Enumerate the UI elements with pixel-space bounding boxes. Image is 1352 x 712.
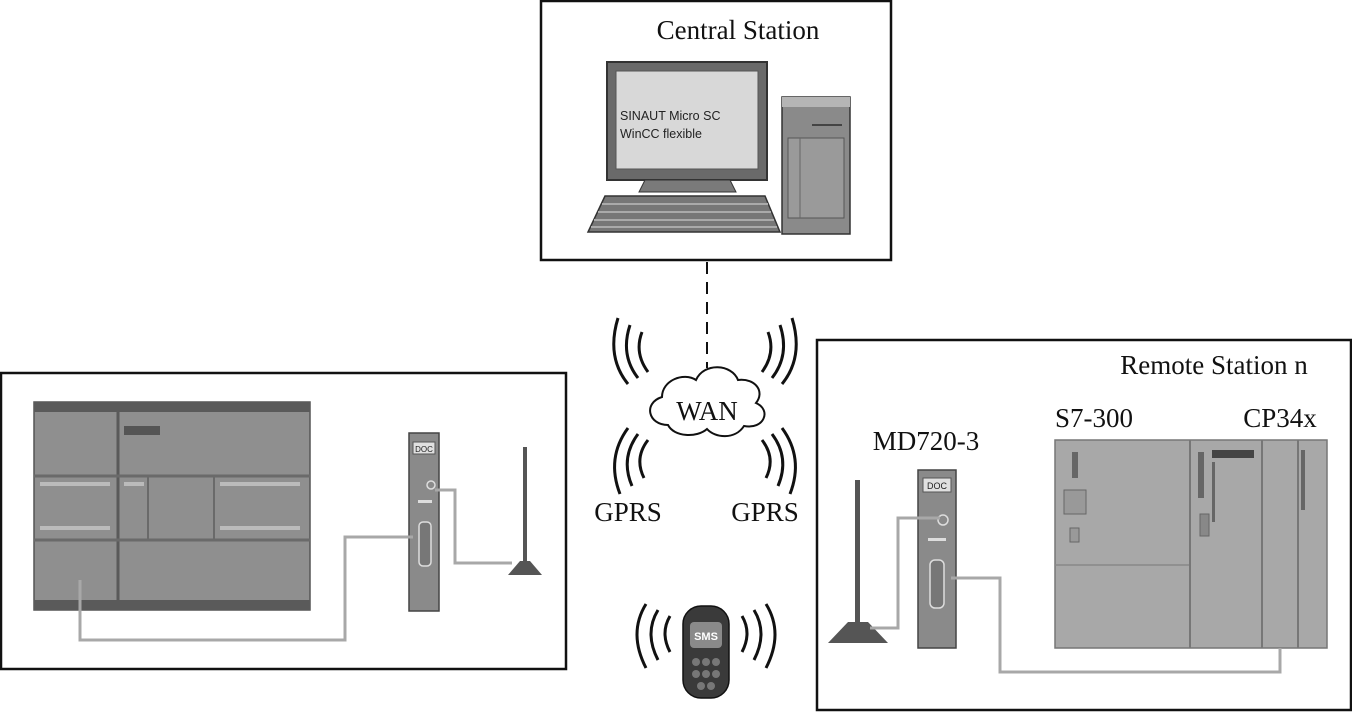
md720-3-modem: DOC xyxy=(917,469,957,649)
svg-text:DOC: DOC xyxy=(927,481,948,491)
left-antenna-icon xyxy=(508,447,542,575)
screen-line-1: SINAUT Micro SC xyxy=(620,109,720,123)
sms-label: SMS xyxy=(694,631,718,643)
keyboard-icon xyxy=(586,195,782,233)
left-cables xyxy=(78,488,512,642)
central-station-title: Central Station xyxy=(657,15,820,45)
right-cables xyxy=(870,516,1282,674)
s7-300-plc xyxy=(1054,439,1328,649)
left-remote-station-box: DOC xyxy=(0,371,568,671)
cp-label: CP34x xyxy=(1243,403,1317,433)
central-station-box: Central Station SINAUT Micro SC WinCC fl… xyxy=(539,0,893,262)
computer-tower-icon xyxy=(781,96,851,235)
remote-station-title: Remote Station n xyxy=(1120,350,1308,380)
svg-text:DOC: DOC xyxy=(415,445,433,454)
wan-cloud-icon: WAN xyxy=(649,366,766,438)
modem-label: MD720-3 xyxy=(873,426,980,456)
phone-signal-icon xyxy=(635,603,777,669)
control-cabinet xyxy=(33,401,311,611)
gprs-label-left: GPRS xyxy=(594,497,662,527)
remote-station-n-box: Remote Station n MD720-3 S7-300 CP34x DO… xyxy=(815,338,1352,712)
plc-label: S7-300 xyxy=(1055,403,1133,433)
wan-label: WAN xyxy=(676,396,738,426)
mobile-phone-icon: SMS xyxy=(682,605,730,699)
left-modem-device: DOC xyxy=(408,432,440,612)
gprs-label-right: GPRS xyxy=(731,497,799,527)
computer-monitor-icon: SINAUT Micro SC WinCC flexible xyxy=(606,61,768,193)
screen-line-2: WinCC flexible xyxy=(620,127,702,141)
wireless-signal-icon xyxy=(612,317,798,495)
